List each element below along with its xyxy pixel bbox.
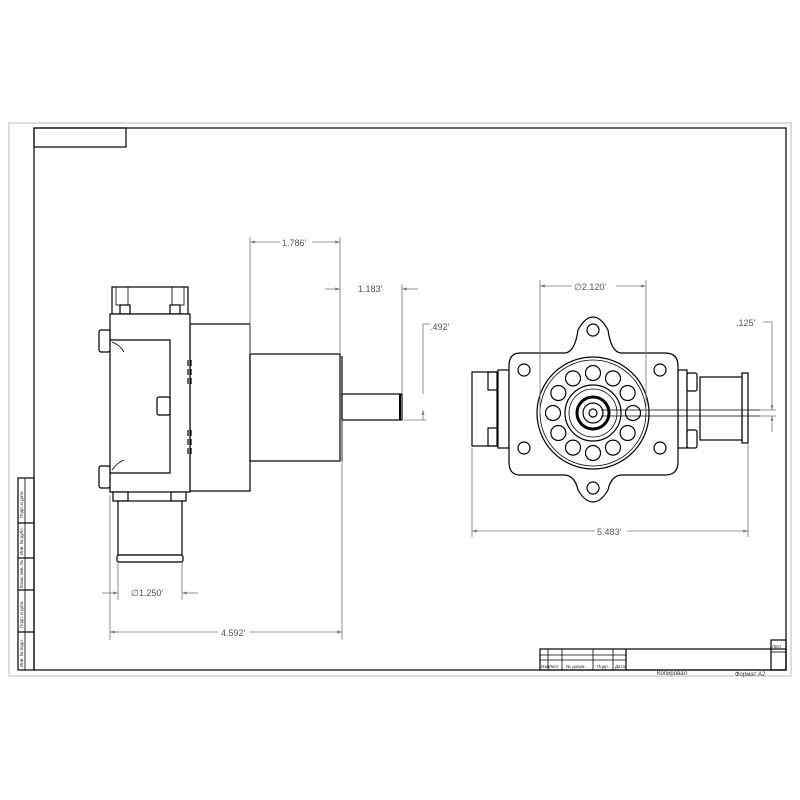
hub-hole bbox=[604, 370, 622, 387]
corner-box bbox=[33, 127, 127, 148]
col-date: Дата bbox=[615, 664, 625, 669]
copied-label: Копировал bbox=[657, 671, 688, 677]
dim-body-offset: 1.786' bbox=[282, 238, 307, 248]
front-view-dimensions: ∅2.120' .125' 5.483' bbox=[471, 280, 776, 537]
strip-label: Подп. и дата bbox=[19, 491, 24, 518]
sheet-label: Лист bbox=[772, 644, 782, 649]
strip-label: Инв. № подл. bbox=[19, 639, 24, 667]
hub-hole bbox=[564, 370, 582, 387]
side-view-dimensions: 1.786' 1.183' .492' ∅1.250' 4.592' bbox=[102, 236, 450, 640]
format-label: Формат A2 bbox=[735, 672, 766, 678]
dim-shaft-length: 1.183' bbox=[358, 284, 383, 294]
col-doc: № докум. bbox=[566, 664, 586, 669]
hub-hole bbox=[564, 439, 582, 456]
col-izm: Изм bbox=[541, 664, 549, 669]
sheet-border bbox=[8, 122, 792, 677]
title-block: Изм Лист № докум. Подп. Дата Лист Копиро… bbox=[539, 639, 787, 678]
dim-port-diameter: ∅1.250' bbox=[131, 588, 163, 598]
hub-hole bbox=[584, 364, 602, 382]
hub-hole bbox=[550, 384, 567, 402]
drawing-frame bbox=[33, 127, 787, 671]
hub-hole bbox=[624, 404, 642, 422]
hub-hole bbox=[619, 424, 636, 442]
strip-label: Подп. и дата bbox=[19, 601, 24, 628]
hub-hole bbox=[584, 444, 602, 462]
dim-bolt-circle: ∅2.120' bbox=[574, 282, 606, 292]
side-strip: Подп. и дата Инв. № дубл. Взам. инв. № П… bbox=[17, 477, 35, 671]
dim-overall-width: 5.483' bbox=[597, 527, 622, 537]
col-list: Лист bbox=[549, 664, 559, 669]
hub-hole bbox=[550, 424, 567, 442]
hub-hole bbox=[619, 384, 636, 402]
strip-label: Взам. инв. № bbox=[19, 560, 24, 588]
side-view bbox=[98, 286, 403, 563]
hub-hole bbox=[544, 404, 562, 422]
col-sign: Подп. bbox=[597, 664, 609, 669]
front-view bbox=[471, 316, 760, 503]
hub-hole bbox=[604, 439, 622, 456]
dim-shaft-diameter: .492' bbox=[430, 322, 450, 332]
strip-label: Инв. № дубл. bbox=[19, 527, 24, 555]
dim-shaft-offset: .125' bbox=[736, 318, 756, 328]
dim-overall-length: 4.592' bbox=[221, 628, 246, 638]
